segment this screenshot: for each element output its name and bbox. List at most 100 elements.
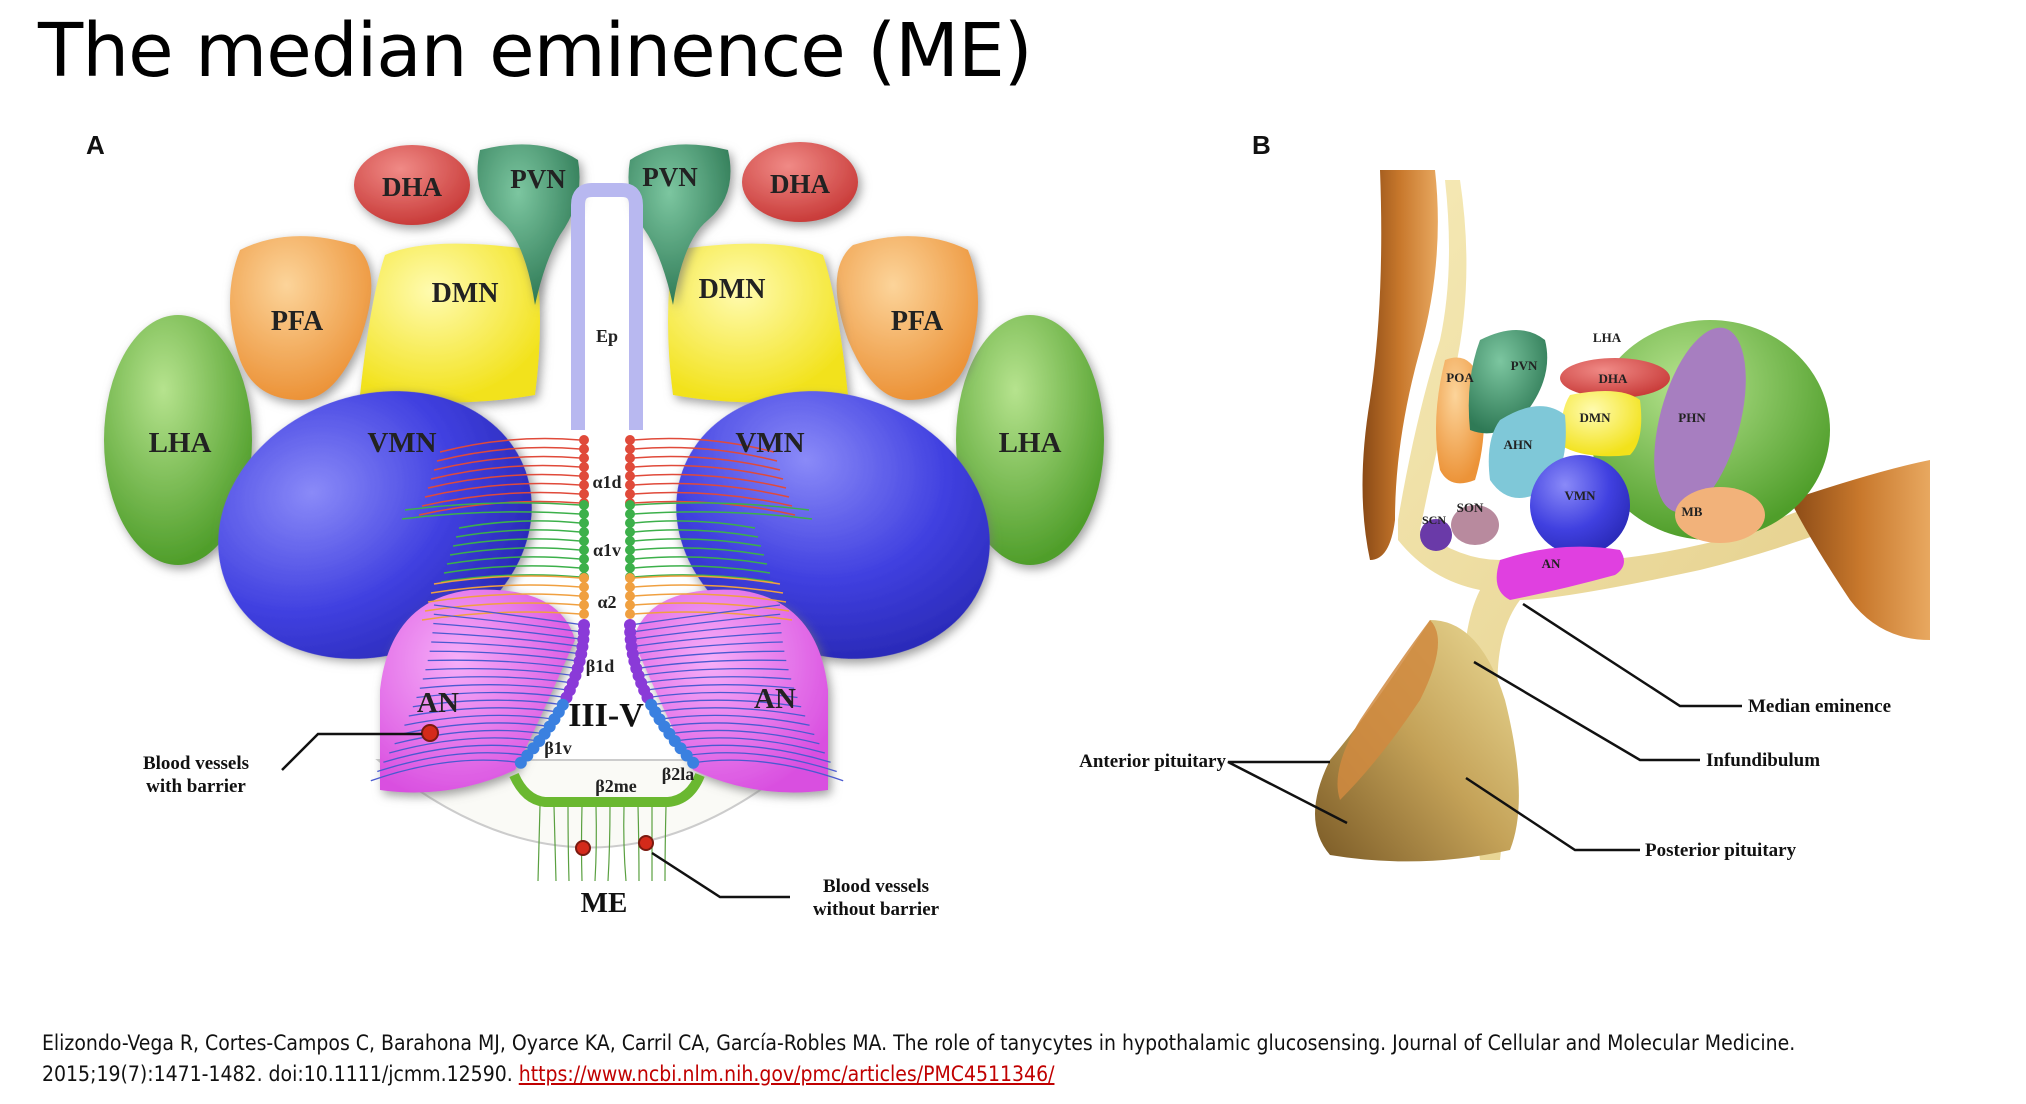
tanycyte-process [633, 547, 765, 556]
tanycyte-process [664, 805, 667, 882]
b-vmn-shape [1530, 455, 1630, 555]
tanycyte-process [607, 805, 611, 882]
tanycyte-cell [625, 573, 635, 583]
tanycyte-process [433, 613, 584, 633]
tanycyte-cell [579, 591, 589, 601]
tanycyte-process [421, 611, 581, 621]
tanycyte-processes [370, 437, 844, 882]
callout-infundibulum: Infundibulum [1706, 750, 1820, 771]
slide-title: The median eminence (ME) [38, 8, 1033, 94]
tanycyte-process [383, 744, 534, 763]
tanycyte-cell [625, 500, 635, 510]
tanycyte-cell [579, 545, 589, 555]
tanycyte-process [430, 464, 581, 480]
tanycyte-cell [579, 600, 589, 610]
b-an-shape [1496, 546, 1624, 600]
tanycyte-process [633, 491, 793, 507]
b-phn-shape [1654, 327, 1746, 513]
tanycyte-cell [625, 591, 635, 601]
tanycyte-process [633, 529, 759, 538]
label-dha-right: DHA [770, 169, 831, 199]
tanycyte-process [408, 707, 559, 717]
tanycyte-cell [625, 518, 635, 528]
tanycyte-cell [579, 509, 589, 519]
tanycyte-process [433, 604, 585, 626]
tanycyte-process [633, 464, 784, 480]
tanycyte-process [633, 446, 778, 462]
tanycyte-process [674, 737, 825, 754]
anterior-pituitary-shape [1337, 620, 1438, 800]
tanycyte-process [633, 502, 810, 511]
label-alpha1d: α1d [592, 472, 621, 492]
dha-right-shape [742, 142, 858, 222]
b-dmn-shape [1560, 391, 1642, 457]
blood-vessel-without-barrier [638, 835, 654, 851]
tanycyte-cell [625, 536, 635, 546]
tanycyte-cell [625, 563, 635, 573]
tanycyte-process [633, 584, 784, 594]
brain-wall-shape [1362, 170, 1438, 560]
tanycyte-process [425, 667, 576, 677]
tanycyte-cell [625, 435, 635, 445]
tanycyte-process [440, 574, 581, 583]
tanycyte-process [647, 691, 798, 699]
label-an-left: AN [417, 687, 459, 719]
citation-link[interactable]: https://www.ncbi.nlm.nih.gov/pmc/article… [518, 1062, 1055, 1086]
b-scn-shape [1420, 519, 1452, 551]
tanycyte-cell [625, 527, 635, 537]
tanycyte-process [430, 584, 581, 594]
label-dmn-right: DMN [699, 274, 766, 305]
b-label-dha: DHA [1599, 371, 1629, 386]
b-label-pvn: PVN [1511, 358, 1538, 373]
tanycyte-process [630, 613, 781, 633]
tanycyte-cell [579, 554, 589, 564]
b-label-scn: SCN [1422, 513, 1446, 527]
tanycyte-cell [625, 471, 635, 481]
tanycyte-process [449, 547, 581, 556]
tanycyte-process [433, 455, 581, 471]
dha-left-shape [354, 145, 470, 225]
label-beta2me: β2me [595, 776, 636, 796]
tanycyte-process [636, 659, 787, 670]
tanycyte-process [659, 714, 810, 726]
tanycyte-cell [579, 527, 589, 537]
tanycyte-process [446, 556, 581, 565]
tanycyte-process [633, 565, 771, 574]
tanycyte-cell [625, 545, 635, 555]
tanycyte-process [633, 574, 774, 583]
citation: Elizondo-Vega R, Cortes-Campos C, Baraho… [42, 1028, 1795, 1090]
tanycyte-process [641, 676, 792, 684]
tanycyte-process [439, 437, 581, 453]
callout-median-eminence: Median eminence [1748, 696, 1891, 717]
vmn-right-shape [676, 391, 990, 659]
tanycyte-process [458, 520, 581, 529]
b-son-shape [1451, 505, 1499, 545]
label-pvn-left: PVN [510, 164, 566, 194]
label-pvn-right: PVN [642, 162, 698, 192]
pfa-right-shape [836, 236, 978, 400]
callout-line-posterior-pituitary [1465, 776, 1640, 852]
callout-line-without-barrier [651, 851, 790, 899]
tanycyte-process [432, 632, 583, 648]
callout-without-barrier-line2: without barrier [813, 899, 940, 920]
label-beta2la: β2la [662, 764, 694, 784]
label-lha-left: LHA [149, 427, 212, 459]
third-ventricle-wall [509, 183, 705, 807]
pituitary-shape [1315, 620, 1519, 862]
b-label-lha: LHA [1593, 330, 1622, 345]
tanycyte-process [693, 759, 844, 782]
dmn-left-shape [360, 243, 540, 403]
tanycyte-cell [625, 609, 635, 619]
tanycyte-cell [625, 462, 635, 472]
tanycyte-process [455, 529, 581, 538]
tanycyte-process [644, 684, 795, 691]
tanycyte-process [633, 455, 781, 471]
vmn-left-shape [218, 391, 532, 659]
callout-with-barrier-line2: with barrier [146, 776, 246, 797]
mammillary-wall-shape [1790, 460, 1930, 640]
tanycyte-process [424, 482, 581, 498]
label-alpha1v: α1v [593, 540, 621, 560]
tanycyte-cell [579, 573, 589, 583]
tanycyte-process [629, 604, 781, 626]
tanycyte-process [633, 511, 813, 520]
